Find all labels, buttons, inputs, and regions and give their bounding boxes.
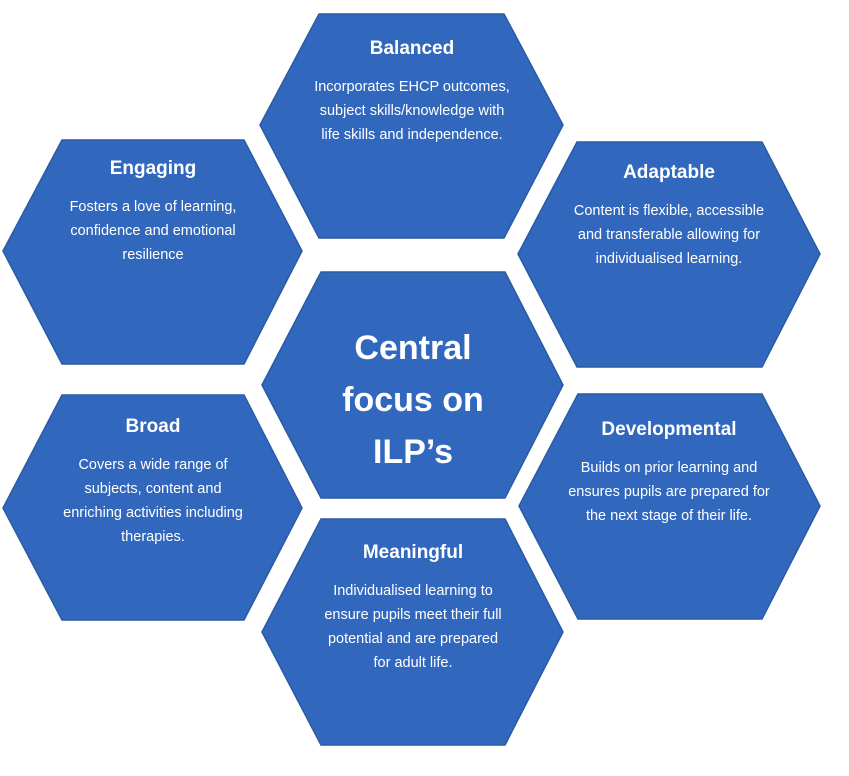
hexagon-engaging: Engaging Fosters a love of learning, con… xyxy=(23,157,283,267)
hexagon-engaging-title: Engaging xyxy=(109,158,197,179)
hexagon-meaningful: Meaningful Individualised learning to en… xyxy=(282,541,544,675)
hexagon-developmental: Developmental Builds on prior learning a… xyxy=(539,418,799,528)
hexagon-broad-body: Covers a wide range of subjects, content… xyxy=(63,457,243,545)
hexagon-broad: Broad Covers a wide range of subjects, c… xyxy=(23,415,283,549)
hexagon-broad-shape xyxy=(2,394,303,621)
hexagon-center: Central focus on ILP’s xyxy=(282,322,544,478)
hexagon-adaptable-title: Adaptable xyxy=(623,162,715,183)
hexagon-balanced: Balanced Incorporates EHCP outcomes, sub… xyxy=(282,37,542,147)
hexagon-engaging-body: Fosters a love of learning, confidence a… xyxy=(69,199,237,263)
hexagon-balanced-title: Balanced xyxy=(369,38,455,59)
hexagon-balanced-shape xyxy=(259,13,564,239)
hexagon-broad-title: Broad xyxy=(125,416,181,437)
center-title: Central focus on ILP’s xyxy=(342,329,484,471)
hexagon-adaptable-shape xyxy=(517,141,821,368)
hexagon-meaningful-shape xyxy=(261,518,564,746)
hexagon-balanced-body: Incorporates EHCP outcomes, subject skil… xyxy=(314,79,510,143)
hexagon-engaging-shape xyxy=(2,139,303,365)
hexagon-developmental-title: Developmental xyxy=(601,419,737,440)
hexagon-adaptable: Adaptable Content is flexible, accessibl… xyxy=(539,161,799,271)
hexagon-developmental-shape xyxy=(518,393,821,620)
hexagon-developmental-body: Builds on prior learning and ensures pup… xyxy=(568,460,770,524)
hexagon-meaningful-title: Meaningful xyxy=(362,542,464,563)
hexagon-center-shape xyxy=(261,271,564,499)
hexagon-meaningful-body: Individualised learning to ensure pupils… xyxy=(324,583,502,671)
hexagon-adaptable-body: Content is flexible, accessible and tran… xyxy=(573,203,765,267)
